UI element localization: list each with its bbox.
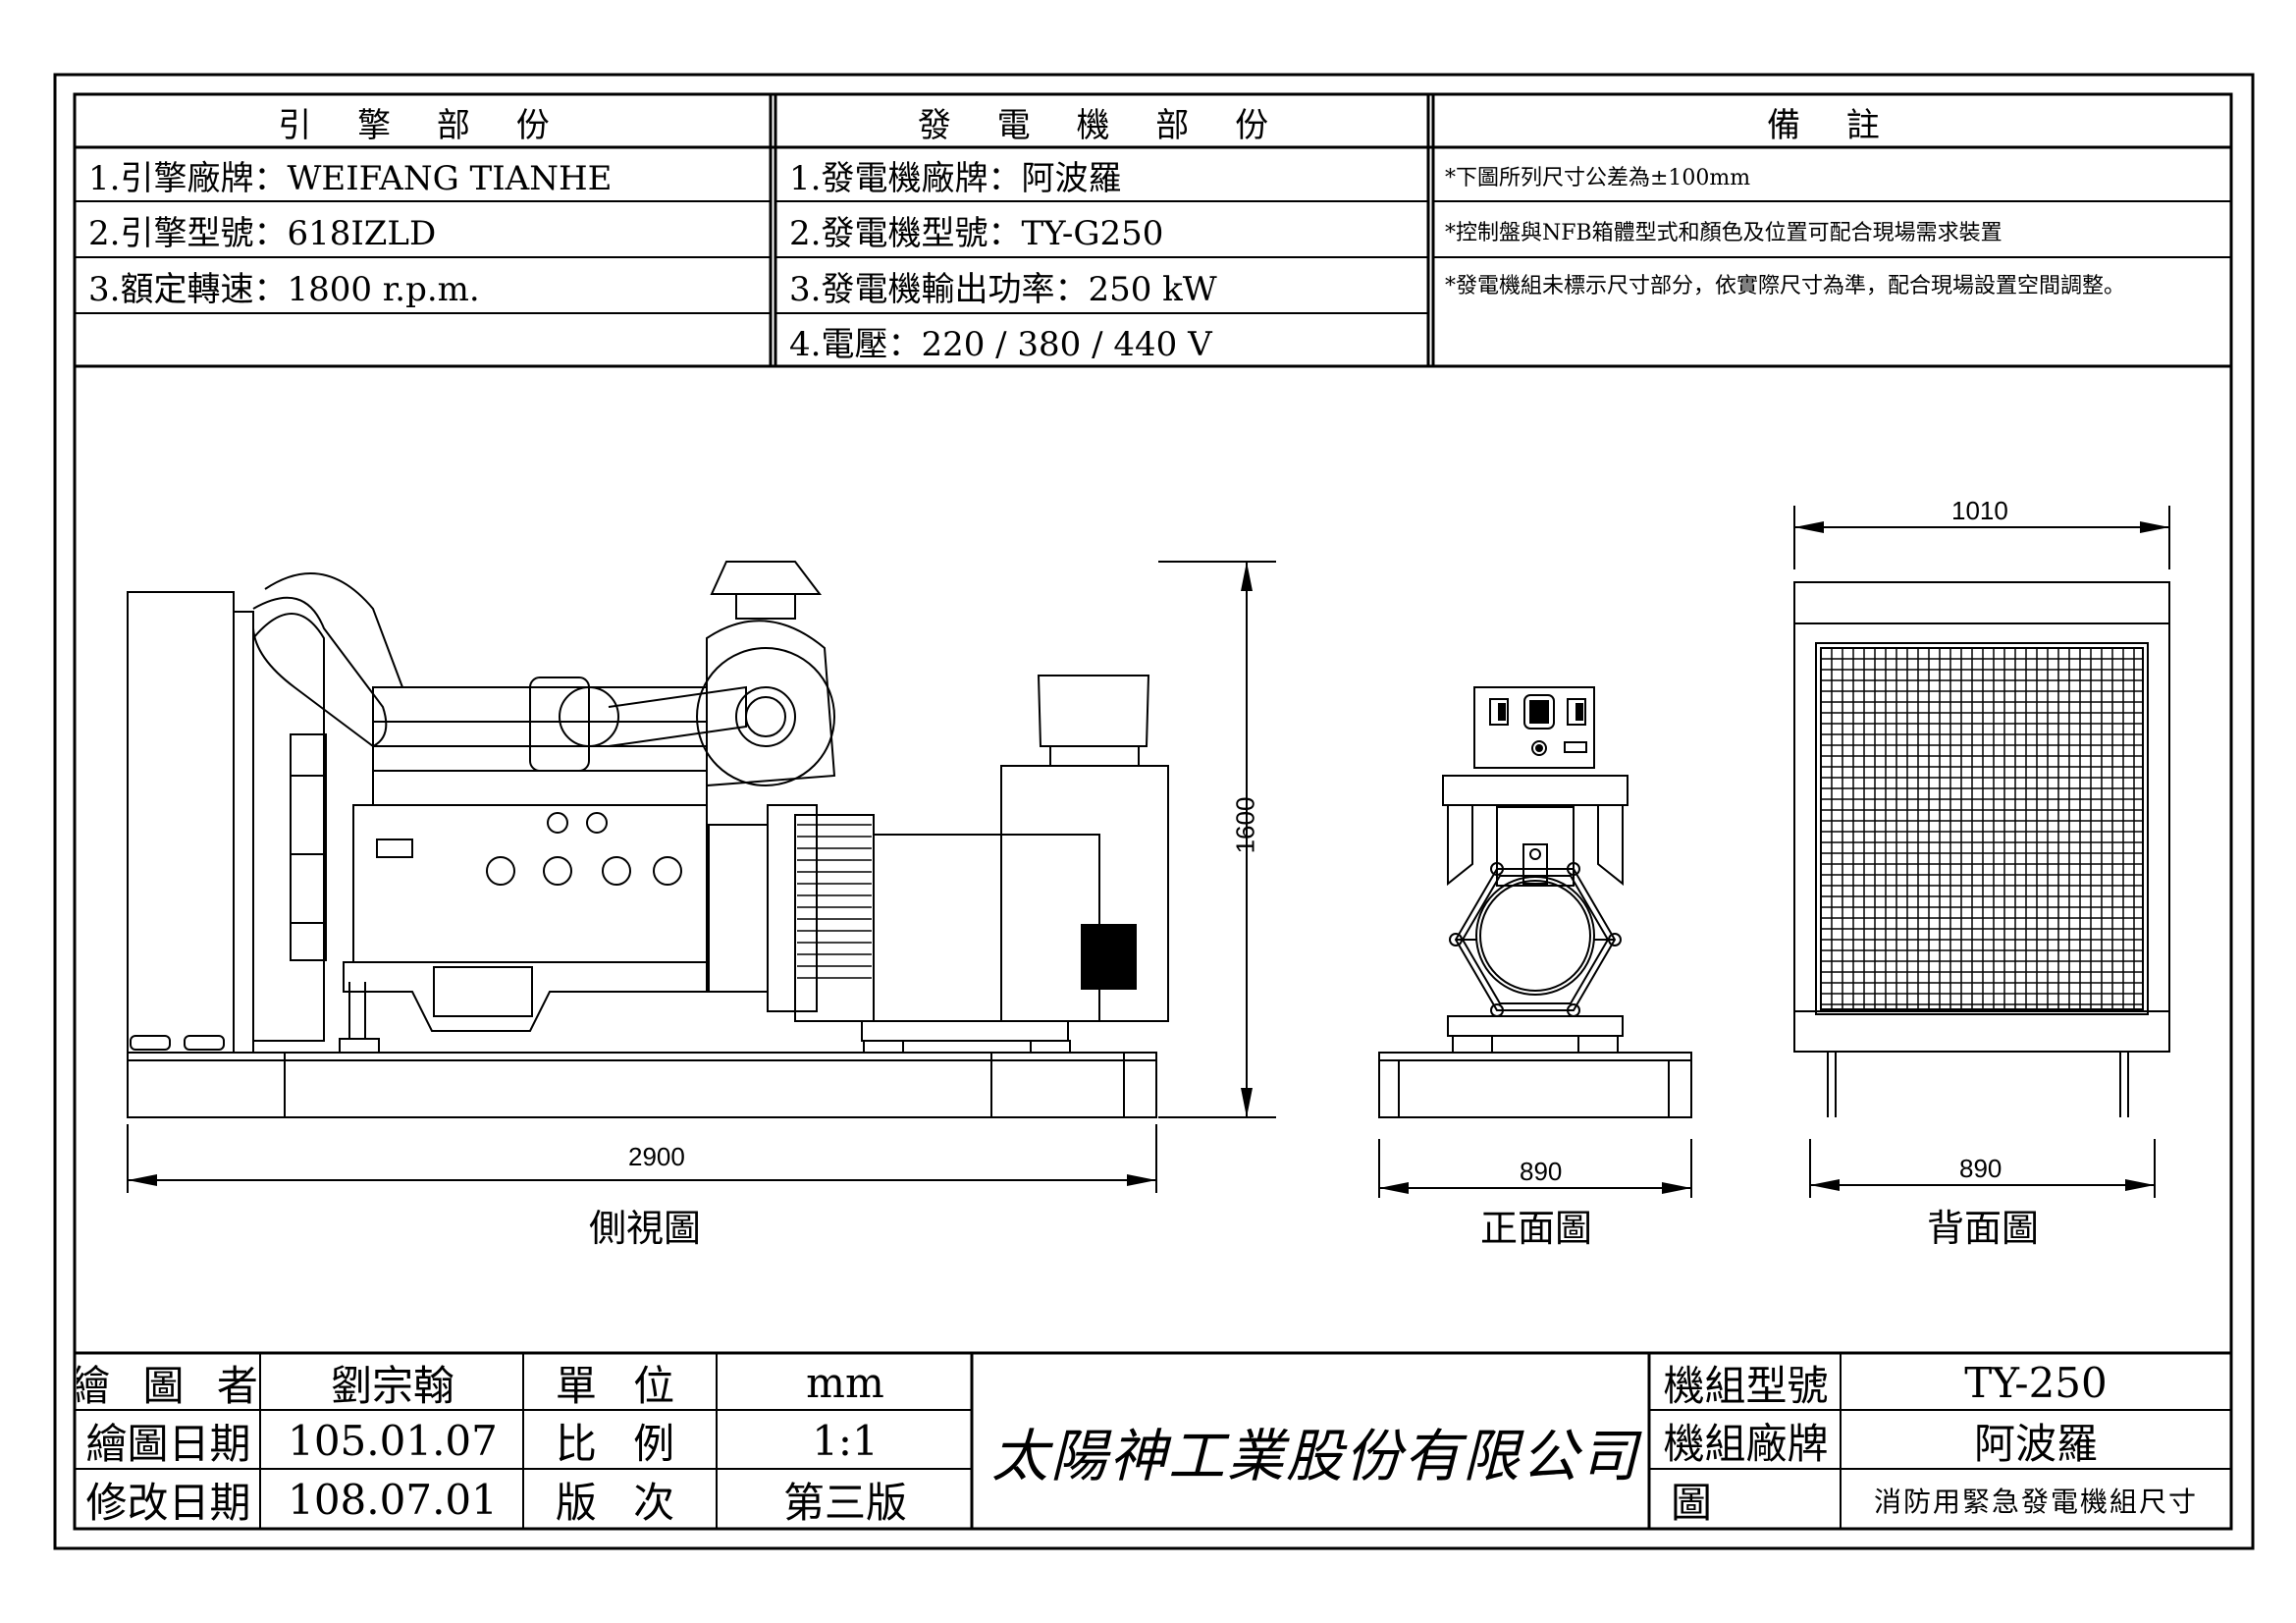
- front-view-drawing: [1378, 686, 1692, 1118]
- set-brand-label: 機組廠牌: [1663, 1419, 1829, 1468]
- unit-label: 單 位: [555, 1361, 687, 1410]
- engine-model: 2.引擎型號：618IZLD: [88, 214, 437, 253]
- front-view-label: 正面圖: [1480, 1207, 1593, 1250]
- engine-speed: 3.額定轉速：1800 r.p.m.: [88, 270, 480, 309]
- revise-date-label: 修改日期: [85, 1479, 251, 1527]
- generator-model: 2.發電機型號：TY-G250: [789, 214, 1164, 253]
- remark-unmarked-dimensions: *發電機組未標示尺寸部分，依實際尺寸為準，配合現場設置空間調整。: [1445, 274, 2126, 298]
- scale-value: 1:1: [812, 1416, 879, 1465]
- dim-side-length: 2900: [628, 1142, 685, 1171]
- drawer-label: 繪 圖 者: [77, 1361, 260, 1410]
- draw-date-label: 繪圖日期: [85, 1419, 251, 1468]
- radiator-grille: [1821, 648, 2143, 1009]
- side-view-label: 側視圖: [589, 1207, 702, 1250]
- remark-control-panel: *控制盤與NFB箱體型式和顏色及位置可配合現場需求裝置: [1445, 220, 2002, 245]
- version-value: 第三版: [782, 1479, 907, 1527]
- dim-front-width: 890: [1520, 1157, 1563, 1186]
- dim-back-top-width: 1010: [1951, 496, 2008, 525]
- back-view-label: 背面圖: [1927, 1207, 2040, 1250]
- revise-date-value: 108.07.01: [288, 1476, 498, 1524]
- generator-section-title: 發 電 機 部 份: [917, 105, 1287, 145]
- generator-voltage: 4.電壓：220 / 380 / 440 V: [789, 324, 1212, 364]
- engine-section-title: 引 擎 部 份: [278, 105, 567, 145]
- engine-brand: 1.引擎廠牌：WEIFANG TIANHE: [88, 159, 613, 198]
- dim-side-height: 1600: [1230, 796, 1260, 854]
- version-label: 版 次: [555, 1479, 687, 1527]
- generator-output: 3.發電機輸出功率：250 kW: [789, 270, 1217, 309]
- remark-tolerance: *下圖所列尺寸公差為±100mm: [1445, 165, 1751, 190]
- unit-value: mm: [806, 1358, 884, 1407]
- side-view-drawing: [127, 561, 1169, 1118]
- drawing-name-value: 消防用緊急發電機組尺寸: [1873, 1485, 2198, 1518]
- drawing-name-label: 圖 名: [1671, 1479, 1841, 1527]
- scale-label: 比 例: [555, 1419, 687, 1468]
- back-view-drawing: [1793, 581, 2170, 1117]
- set-model-value: TY-250: [1964, 1358, 2108, 1407]
- remarks-section-title: 備 註: [1767, 105, 1897, 145]
- set-model-label: 機組型號: [1663, 1361, 1829, 1410]
- generator-brand: 1.發電機廠牌：阿波羅: [789, 159, 1122, 198]
- drawer-value: 劉宗翰: [330, 1361, 454, 1410]
- dim-back-base-width: 890: [1959, 1154, 2002, 1183]
- draw-date-value: 105.01.07: [288, 1416, 498, 1465]
- company-name: 太陽神工業股份有限公司: [991, 1423, 1640, 1489]
- set-brand-value: 阿波羅: [1973, 1419, 2098, 1468]
